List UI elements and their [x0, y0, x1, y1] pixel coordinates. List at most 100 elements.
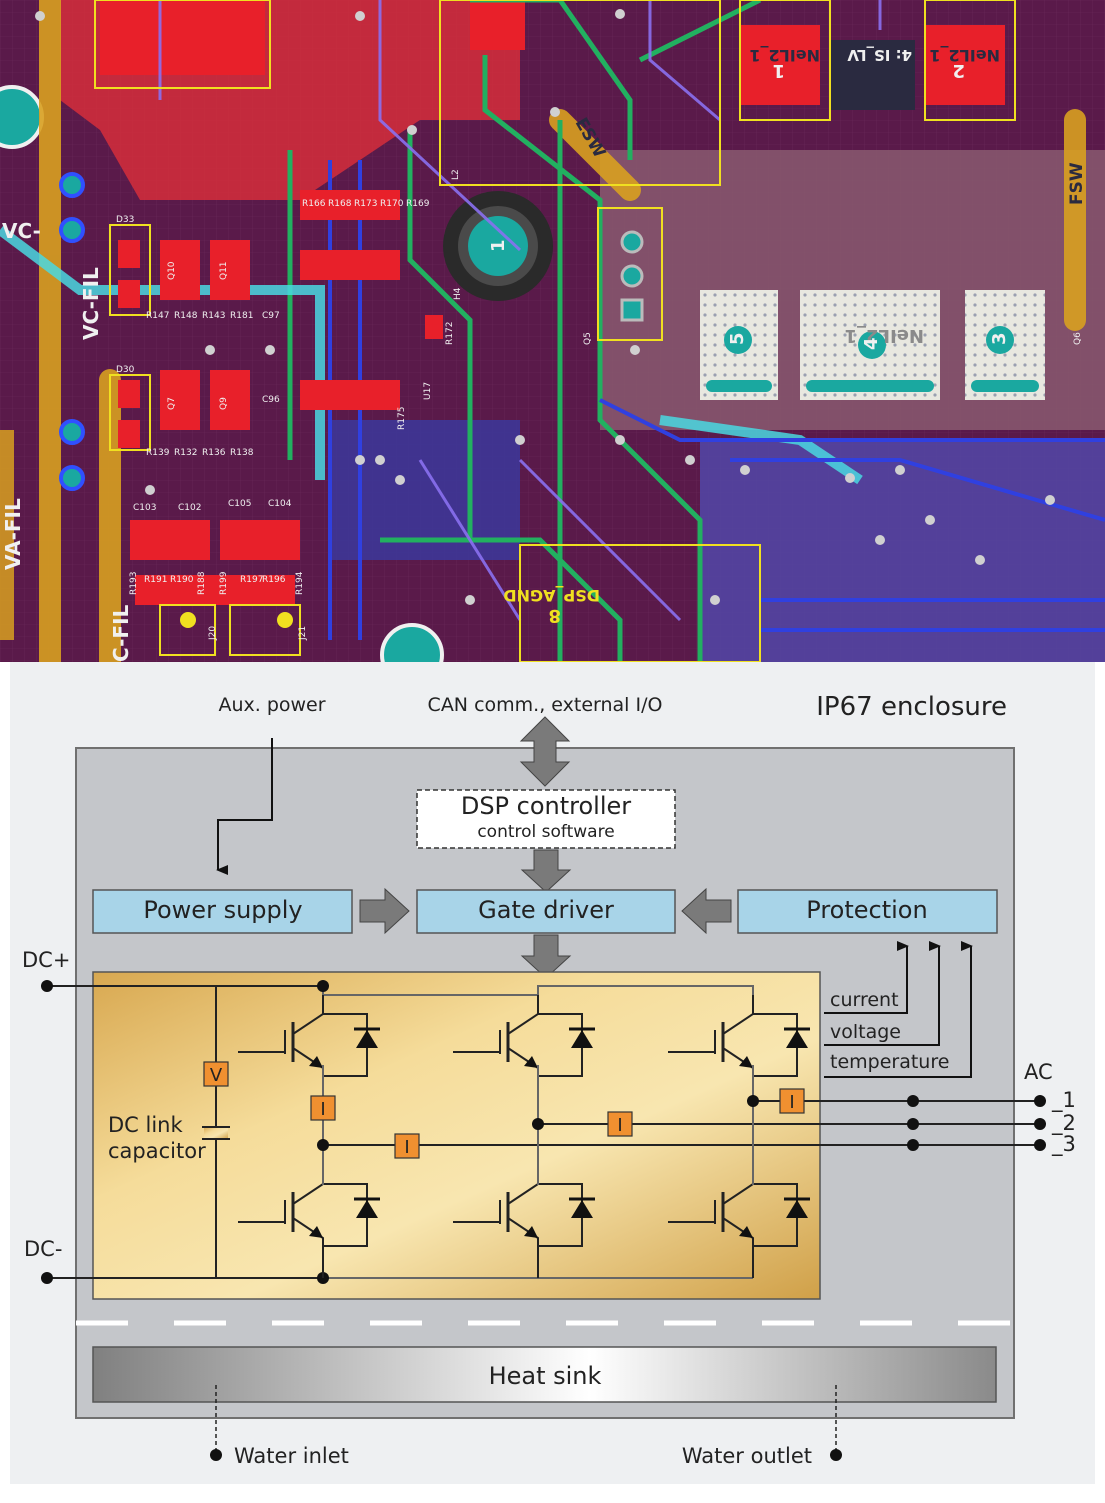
- pcb-refdes: R193: [129, 572, 139, 595]
- pcb-refdes: C96: [262, 395, 280, 405]
- protection-block: [737, 889, 998, 934]
- pcb-silk-label: VC-: [2, 219, 41, 243]
- pcb-refdes: R170: [380, 199, 404, 209]
- pcb-pad-number: 5: [727, 332, 748, 345]
- igbt-low-side: [453, 1182, 595, 1278]
- current-sensor: [607, 1111, 633, 1137]
- sense-label-current: current: [830, 989, 899, 1011]
- aux-power-line: [216, 738, 273, 875]
- pcb-refdes: R168: [328, 199, 352, 209]
- pcb-pad-number: 1: [772, 60, 785, 81]
- pcb-refdes: Q10: [167, 261, 177, 280]
- pcb-refdes: C104: [268, 499, 292, 509]
- pcb-refdes: J21: [298, 626, 308, 641]
- heat-sink-label: Heat sink: [489, 1362, 602, 1390]
- pcb-refdes: R188: [197, 571, 207, 595]
- dc-link-label: capacitor: [108, 1139, 206, 1163]
- pcb-refdes: R132: [174, 448, 197, 458]
- dc-minus-label: DC-: [24, 1237, 62, 1261]
- pcb-silk-label: 4: IS_LV: [847, 46, 912, 64]
- ac-label: AC: [1024, 1060, 1053, 1084]
- pcb-pad-number: 2: [952, 60, 965, 81]
- gate-driver-block: [416, 889, 676, 934]
- pcb-refdes: R172: [445, 322, 455, 345]
- pcb-silk-label: VA-FIL: [1, 498, 25, 570]
- pcb-refdes: Q5: [583, 332, 593, 345]
- pcb-refdes: U17: [423, 382, 433, 400]
- dsp-controller-title: DSP controller: [461, 792, 631, 820]
- pcb-refdes: R194: [295, 571, 305, 595]
- pcb-pad-number: 3: [989, 332, 1010, 345]
- phase-label: _2: [1051, 1111, 1076, 1136]
- power-module: [92, 971, 821, 1300]
- pcb-refdes: L2: [451, 169, 461, 180]
- pcb-refdes: Q11: [219, 261, 229, 280]
- pcb-refdes: D30: [116, 365, 135, 375]
- pcb-pad-number: 8: [548, 605, 561, 626]
- pcb-silk-label: NeIL2_1: [929, 46, 1000, 65]
- enclosure-label: IP67 enclosure: [816, 692, 1007, 722]
- phase-label: _3: [1051, 1132, 1076, 1157]
- pcb-refdes: R190: [170, 575, 194, 585]
- dc-link-label: DC link: [108, 1113, 183, 1137]
- pcb-silk-label: VC-FIL: [79, 267, 103, 340]
- dsp-controller-block: [416, 789, 676, 849]
- pcb-refdes: Q7: [167, 397, 177, 410]
- voltage-sensor-label: V: [210, 1065, 223, 1086]
- pcb-refdes: R136: [202, 448, 226, 458]
- dc-plus-label: DC+: [22, 948, 70, 972]
- phase-label: _1: [1051, 1088, 1076, 1113]
- pcb-refdes: C102: [178, 503, 201, 513]
- component-body: [100, 0, 265, 75]
- pcb-refdes: C103: [133, 503, 156, 513]
- pcb-refdes: R148: [174, 311, 198, 321]
- heat-sink: [92, 1346, 997, 1403]
- pcb-refdes: R199: [219, 571, 229, 595]
- dsp-to-gate-arrow: [520, 849, 572, 893]
- water-inlet-label: Water inlet: [234, 1444, 349, 1468]
- pcb-refdes: R147: [146, 311, 169, 321]
- current-sensor-label: I: [320, 1099, 325, 1120]
- current-sensor-label: I: [789, 1092, 794, 1113]
- pcb-refdes: R197: [240, 575, 263, 585]
- pcb-refdes: R175: [397, 407, 407, 430]
- aux-power-label: Aux. power: [218, 694, 325, 716]
- pcb-refdes: R138: [230, 448, 254, 458]
- pcb-refdes: C97: [262, 311, 280, 321]
- pcb-refdes: R139: [146, 448, 170, 458]
- bottom-copper-plane: [700, 440, 1105, 662]
- pcb-pad-number: 1: [488, 239, 509, 252]
- pcb-refdes: R173: [354, 199, 377, 209]
- gate-driver-label: Gate driver: [478, 896, 614, 924]
- pcb-refdes: Q9: [219, 397, 229, 410]
- power-supply-label: Power supply: [143, 896, 302, 924]
- pcb-silk-label: DSP_AGND: [503, 586, 600, 605]
- pcb-refdes: C105: [228, 499, 251, 509]
- voltage-sensor: [203, 1061, 229, 1087]
- igbt-low-side: [238, 1182, 380, 1278]
- can-comm-label: CAN comm., external I/O: [428, 694, 663, 716]
- pcb-silk-label: NeIL2_1: [749, 46, 820, 65]
- pcb-refdes: R181: [230, 311, 253, 321]
- power-to-gate-arrow: [359, 887, 410, 935]
- pcb-refdes: R196: [262, 575, 286, 585]
- pcb-refdes: R143: [202, 311, 225, 321]
- pcb-refdes: D33: [116, 215, 134, 225]
- pcb-refdes: R166: [302, 199, 326, 209]
- pcb-silk-label: NeIL2_1: [845, 325, 925, 346]
- pcb-pad-number: 4: [861, 337, 882, 350]
- protection-to-gate-arrow: [681, 887, 732, 935]
- current-sensor: [310, 1095, 336, 1121]
- current-sensor: [779, 1088, 805, 1114]
- current-sensor-label: I: [617, 1115, 622, 1136]
- power-supply-block: [92, 889, 353, 934]
- inverter-block-diagram: IP67 enclosure Aux. power CAN comm., ext…: [10, 662, 1095, 1484]
- water-outlet-label: Water outlet: [682, 1444, 812, 1468]
- pcb-refdes: Q6: [1073, 332, 1083, 345]
- pcb-refdes: R169: [406, 199, 430, 209]
- gate-to-module-arrow: [520, 934, 572, 979]
- pcb-refdes: H4: [453, 287, 463, 300]
- can-comm-arrow: [519, 716, 571, 787]
- protection-label: Protection: [806, 896, 927, 924]
- pcb-refdes: R191: [144, 575, 167, 585]
